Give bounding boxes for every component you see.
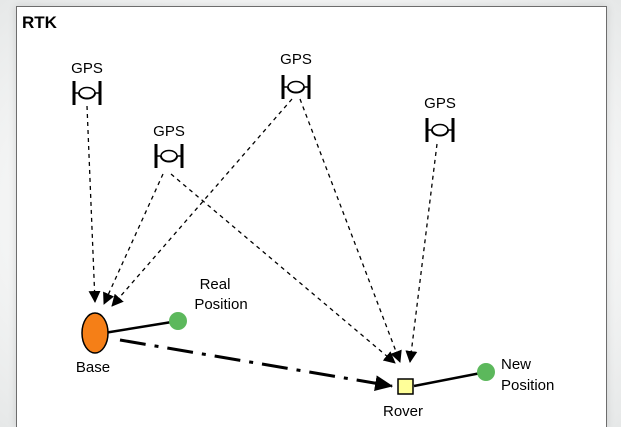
satellite-icon bbox=[154, 142, 184, 170]
signal-line-gps2-rover bbox=[170, 173, 396, 364]
satellite-icon bbox=[281, 73, 311, 101]
base-label: Base bbox=[76, 359, 110, 376]
base-marker bbox=[81, 312, 109, 354]
satellite-1: GPS bbox=[71, 60, 103, 107]
real-position-label-line2: Position bbox=[194, 296, 247, 313]
real-position-dot bbox=[169, 312, 187, 330]
satellite-icon bbox=[425, 116, 455, 144]
signal-line-gps3-rover bbox=[299, 98, 402, 363]
satellite-3-label: GPS bbox=[280, 51, 312, 68]
new-position-dot bbox=[477, 363, 495, 381]
correction-link-line bbox=[119, 338, 394, 391]
diagram-panel bbox=[16, 6, 607, 427]
signal-line-gps1-base bbox=[86, 105, 101, 303]
signal-line-gps4-rover bbox=[405, 143, 438, 363]
rover-label: Rover bbox=[383, 403, 423, 420]
base-to-real-position-line bbox=[103, 319, 179, 335]
rover-to-new-position-line bbox=[413, 370, 487, 388]
satellite-icon bbox=[72, 79, 102, 107]
satellite-4: GPS bbox=[424, 95, 456, 144]
new-position-label-line2: Position bbox=[501, 377, 554, 394]
diagram-title: RTK bbox=[22, 13, 58, 32]
signal-line-gps3-base bbox=[111, 98, 293, 307]
new-position-label-line1: New bbox=[501, 356, 531, 373]
satellite-2-label: GPS bbox=[153, 123, 185, 140]
satellite-4-label: GPS bbox=[424, 95, 456, 112]
signal-lines bbox=[86, 98, 438, 364]
satellite-2: GPS bbox=[153, 123, 185, 170]
real-position-label-line1: Real bbox=[200, 276, 231, 293]
satellite-3: GPS bbox=[280, 51, 312, 101]
rover-marker bbox=[397, 378, 414, 395]
signal-line-gps2-base bbox=[103, 173, 164, 305]
satellite-1-label: GPS bbox=[71, 60, 103, 77]
